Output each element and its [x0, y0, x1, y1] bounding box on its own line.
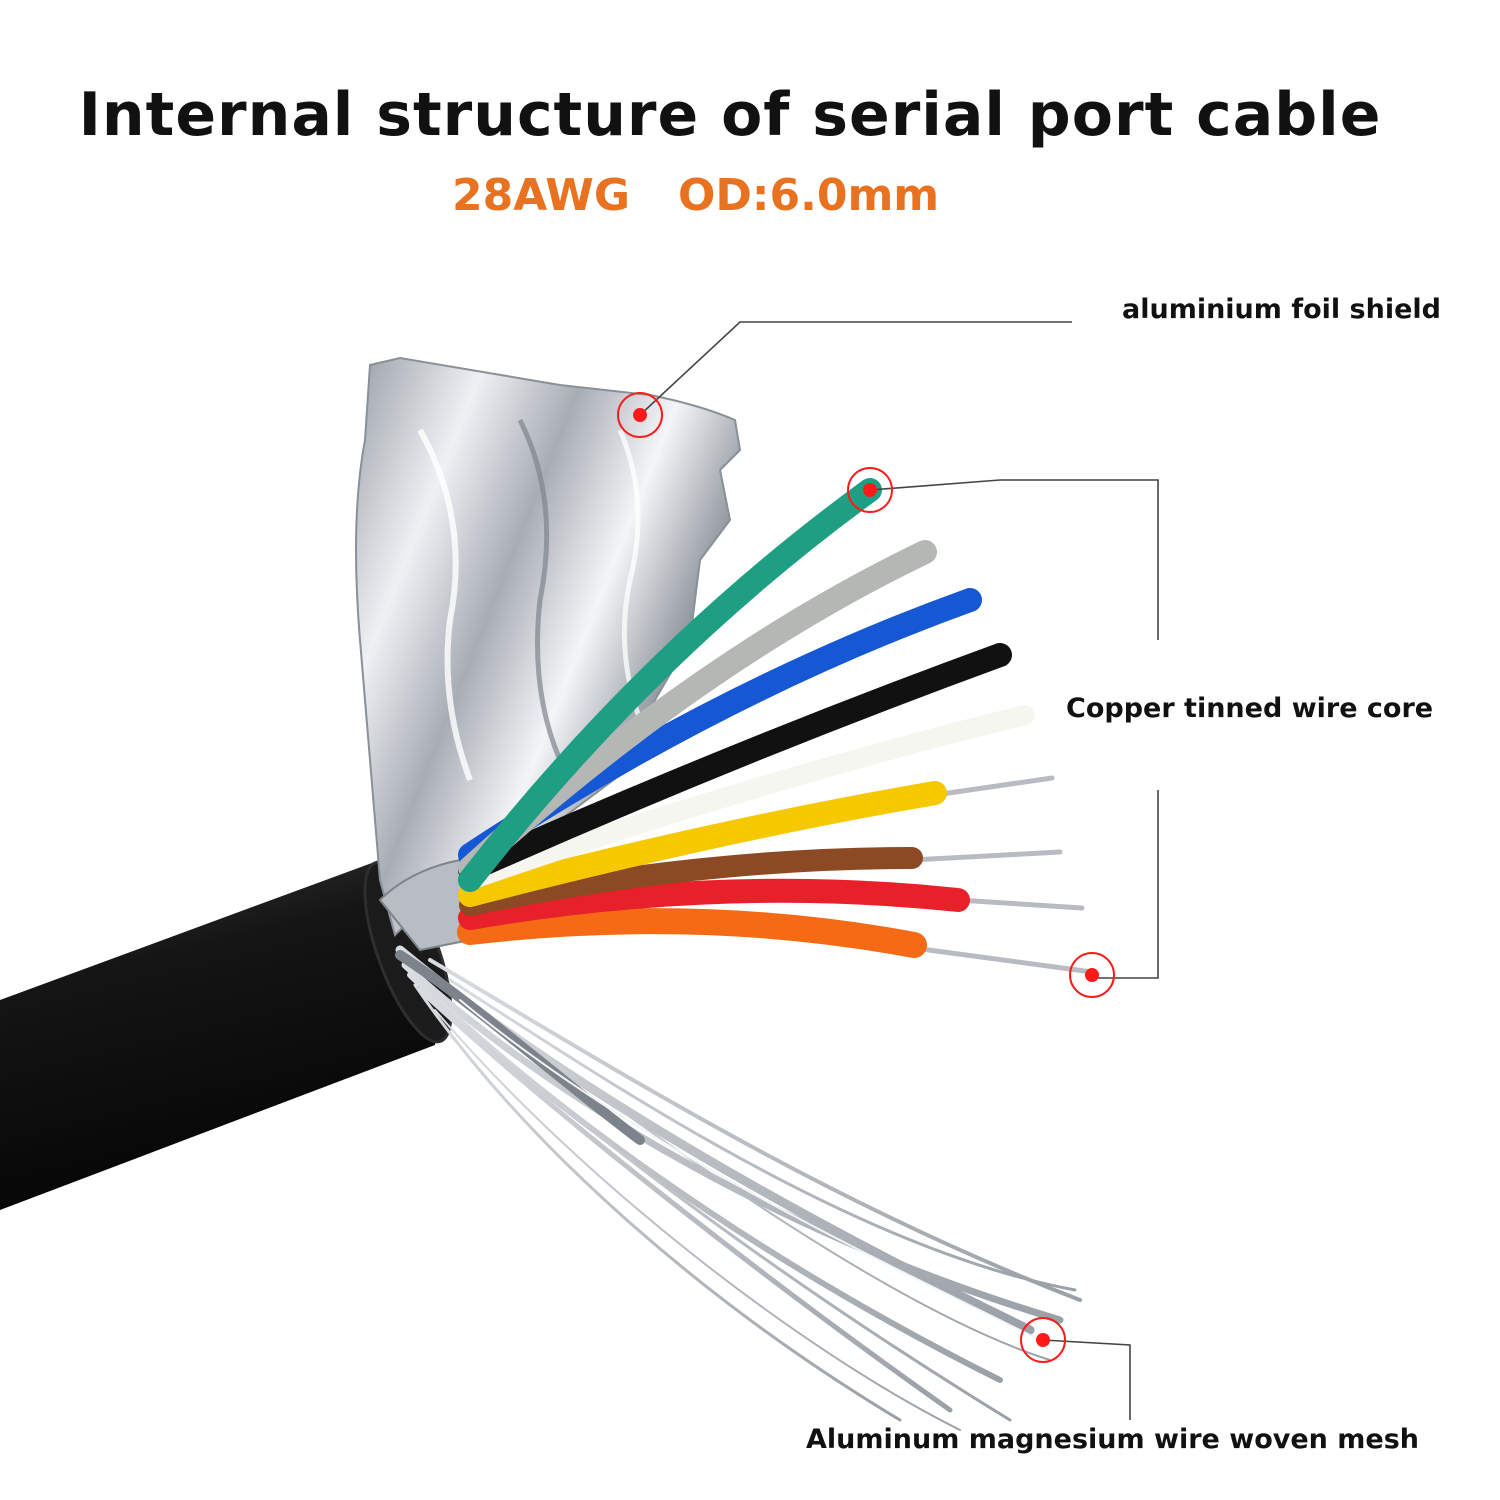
spec-gauge: 28AWG: [452, 170, 630, 221]
callout-markers: [617, 392, 1115, 1363]
leader-foil: [639, 321, 1072, 416]
label-copper-tinned-wire-core: Copper tinned wire core: [1066, 693, 1434, 724]
conductor-orange: [911, 945, 1095, 975]
marker-mesh-icon: [1020, 1317, 1066, 1363]
leader-core-bottom: [1092, 790, 1159, 979]
wire-green: [458, 478, 882, 892]
leader-mesh: [1042, 1339, 1131, 1420]
wire-brown: [459, 847, 923, 916]
woven-mesh: [395, 945, 1082, 1431]
marker-core-top-icon: [847, 467, 893, 513]
conductor-red: [955, 897, 1085, 911]
marker-core-bottom-icon: [1069, 952, 1115, 998]
cable-specs: 28AWG OD:6.0mm: [452, 170, 939, 221]
conductor-yellow: [932, 775, 1055, 798]
page-title: Internal structure of serial port cable: [78, 80, 1382, 150]
wire-red: [458, 878, 970, 930]
wire-yellow: [458, 781, 947, 907]
wire-orange: [457, 908, 927, 958]
wire-white: [460, 705, 1035, 890]
marker-foil-icon: [617, 392, 663, 438]
spec-outer-diameter: OD:6.0mm: [677, 170, 940, 221]
conductor-brown: [909, 849, 1063, 863]
label-aluminium-foil-shield: aluminium foil shield: [1122, 294, 1441, 325]
wire-bundle: [457, 478, 1095, 975]
label-woven-mesh: Aluminum magnesium wire woven mesh: [806, 1424, 1420, 1455]
leader-core-top: [869, 479, 1159, 640]
wire-black: [458, 643, 1012, 882]
